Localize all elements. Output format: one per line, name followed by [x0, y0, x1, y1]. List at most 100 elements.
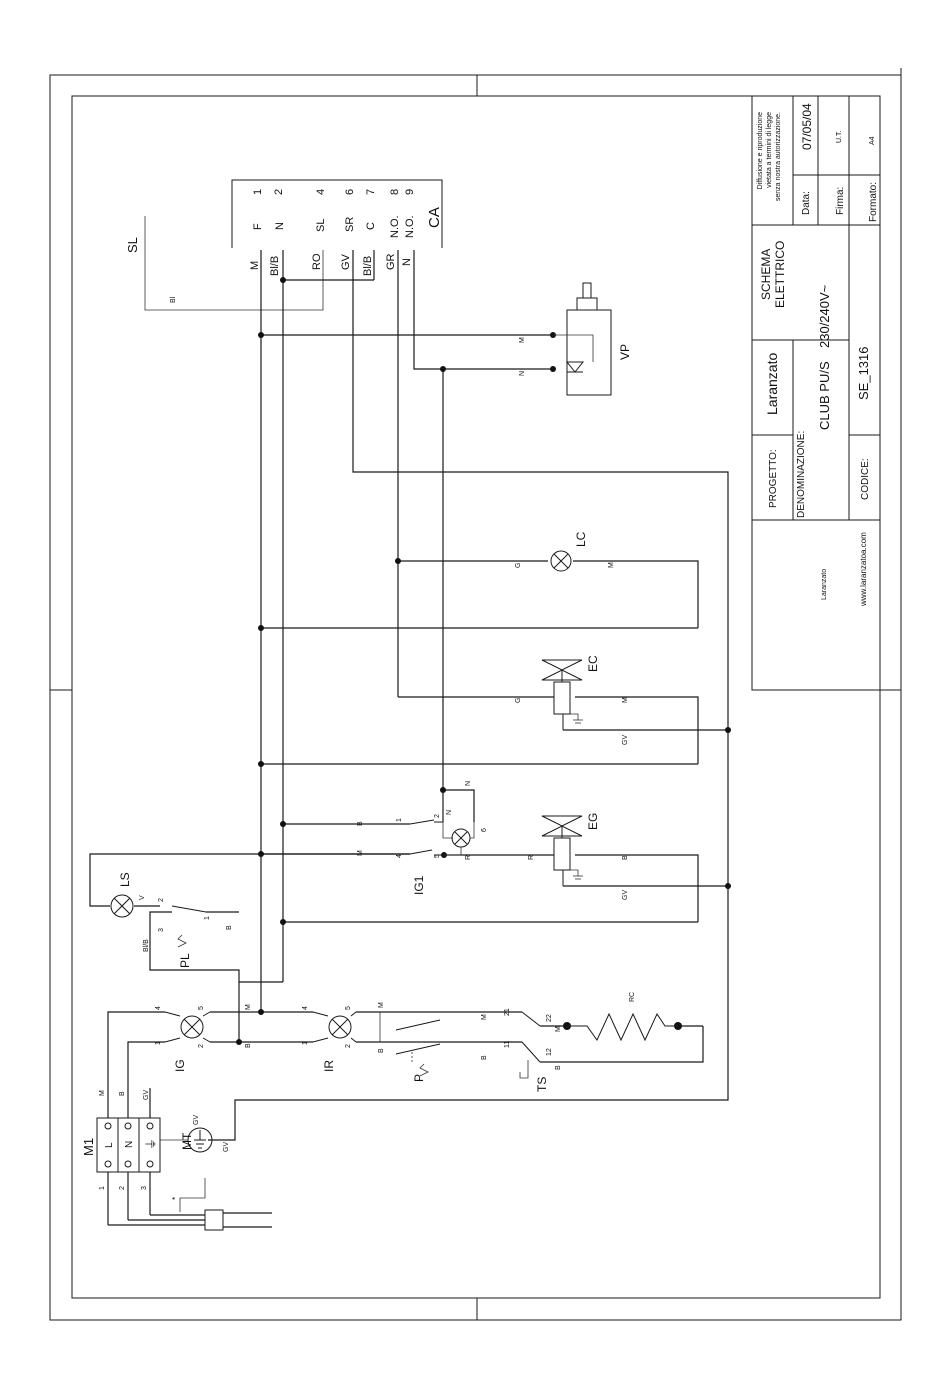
connector-ca-label: CA: [426, 207, 443, 228]
vp-wire-n: N: [519, 371, 526, 376]
ls-label: LS: [118, 872, 132, 887]
ec-label: EC: [586, 655, 600, 672]
mt-earth-terminal: MT GV GV: [160, 1115, 230, 1153]
ca-function-no-9: N.O.: [404, 215, 416, 238]
m1-wire-m: M: [99, 1090, 106, 1096]
ls-lamp: LS V: [110, 872, 146, 918]
data-value: 07/05/04: [800, 103, 814, 150]
vp-pump: VP M N: [519, 282, 632, 396]
ts-label: TS: [535, 1077, 549, 1092]
ca-wire-ro: RO: [311, 253, 323, 270]
ca-function-no-8: N.O.: [389, 215, 401, 238]
eg-valve: EG R B GV: [528, 813, 629, 900]
rc-heater: RC: [563, 992, 682, 1042]
ig1-wire-n: N: [446, 810, 453, 815]
firma-value: U.T.: [836, 131, 843, 144]
ig-contact-4: 4: [155, 1006, 162, 1010]
ig-switch: IG 4 1 5 2 M B: [155, 1004, 252, 1072]
sl-wire-bl: Bl: [170, 296, 177, 303]
m1-wire-gv: GV: [143, 1090, 150, 1100]
lc-label: LC: [574, 531, 588, 547]
ig-wire-m: M: [245, 1004, 252, 1010]
rights-line-3: senza nostra autorizzazione.: [775, 112, 782, 201]
ig1-label: IG1: [412, 875, 426, 895]
ts-contact-21: 21: [504, 1008, 511, 1016]
pl-wire-b: B: [226, 925, 233, 930]
ts-contact-12: 12: [546, 1048, 553, 1056]
title-block: Diffusione e riproduzione vietata a term…: [751, 95, 881, 691]
pl-wire-blb: Bl/B: [143, 939, 150, 952]
ts-wire-b-in: B: [481, 1055, 488, 1060]
ts-contact-11: 11: [504, 1041, 511, 1048]
wiring: [89, 250, 729, 1231]
ca-pin-2: 2: [273, 189, 285, 195]
ca-wire-m: M: [249, 261, 261, 270]
m1-symbol-l: L: [104, 1142, 115, 1148]
ts-wire-m-in: M: [481, 1014, 488, 1020]
model-name: CLUB PU/S: [817, 361, 832, 430]
m1-terminal-3: 3: [141, 1186, 148, 1190]
ig-contact-1: 1: [155, 1041, 162, 1045]
rc-label: RC: [629, 992, 636, 1002]
ir-contact-2: 2: [345, 1044, 352, 1048]
sl-sensor: SL Bl: [125, 216, 324, 311]
ls-wire-v: V: [139, 895, 146, 900]
rights-line-1: Diffusione e riproduzione: [757, 112, 764, 189]
ca-function-sr: SR: [344, 217, 356, 232]
ca-function-c: C: [365, 222, 377, 230]
ir-contact-4: 4: [302, 1006, 309, 1010]
ig1-wire-b: B: [357, 821, 364, 826]
ig1-contact-6: 6: [481, 828, 488, 832]
ir-wire-m: M: [378, 1002, 385, 1008]
ca-pin-7: 7: [365, 189, 377, 195]
denominazione-label: DENOMINAZIONE:: [796, 431, 807, 518]
lc-wire-m: M: [608, 562, 615, 568]
ig1-wire-n-top: N: [465, 781, 472, 786]
ig1-contact-2: 2: [434, 814, 441, 818]
pl-contact-2: 2: [158, 898, 165, 902]
ec-wire-gv: GV: [622, 735, 629, 745]
ts-thermostat: TS 21 11 22 12 M B M B: [481, 1008, 562, 1092]
ca-wire-gr: GR: [385, 253, 397, 270]
ig-contact-5: 5: [198, 1006, 205, 1010]
m1-terminal-2: 2: [119, 1186, 126, 1190]
codice-label: CODICE:: [860, 458, 871, 500]
vp-wire-m: M: [519, 337, 526, 343]
codice-value: SE_1316: [856, 347, 871, 401]
ca-pin-9: 9: [404, 189, 416, 195]
ca-function-f: F: [252, 223, 264, 230]
ig-wire-b: B: [245, 1043, 252, 1048]
eg-wire-r: R: [528, 855, 535, 860]
progetto-label: PROGETTO:: [768, 449, 779, 508]
ig-contact-2: 2: [198, 1044, 205, 1048]
junction-dots: [236, 277, 731, 1045]
ig1-contact-1: 1: [396, 818, 403, 822]
ig1-wire-r: R: [465, 855, 472, 860]
ca-wire-blb-7: Bl/B: [362, 256, 374, 276]
m1-label: M1: [81, 1138, 96, 1156]
ig1-switch: IG1 1 2 4 5 6 N N R B M: [357, 781, 488, 895]
vp-label: VP: [618, 344, 632, 360]
p-pressure-switch: P: [395, 1019, 441, 1082]
pl-label: PL: [178, 953, 192, 968]
doc-type-line-2: ELETTRICO: [773, 241, 787, 308]
company-logo: Laranzato: [821, 569, 828, 600]
ca-wire-gv: GV: [340, 253, 352, 270]
ir-contact-5: 5: [345, 1006, 352, 1010]
ca-pin-4: 4: [315, 189, 327, 195]
connector-ca: CA 1 2 4 6 7 8 9 F N SL SR C N.O. N.O. M…: [231, 179, 443, 276]
ig1-contact-5: 5: [434, 854, 441, 858]
outer-frame: [49, 68, 902, 1321]
ca-pin-1: 1: [252, 189, 264, 195]
m1-symbol-ground: ⏚: [144, 1138, 158, 1150]
m1-wire-b: B: [119, 1091, 126, 1096]
company-website: www.laranzatoa.com: [859, 532, 868, 607]
ca-function-n: N: [274, 222, 286, 230]
m1-terminal-block: L N ⏚ M1 1 2 3 M B GV *: [81, 1090, 180, 1200]
ca-wire-blb-2: Bl/B: [269, 256, 281, 276]
mt-wire-gv-top: GV: [193, 1115, 200, 1125]
rights-line-2: vietata a termini di legge: [766, 112, 773, 188]
m1-symbol-n: N: [124, 1141, 135, 1148]
ir-wire-b: B: [378, 1048, 385, 1053]
